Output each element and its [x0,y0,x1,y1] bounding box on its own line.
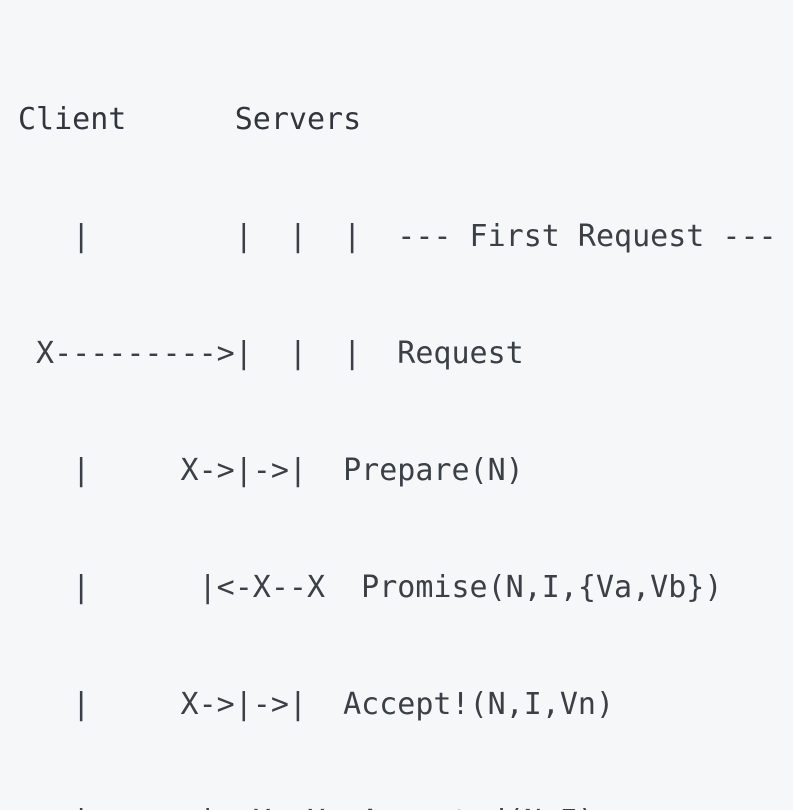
prepare-row: | X->|->| Prepare(N) [18,453,524,488]
accepted-row: | |<-X--X Accepted(N,I) [18,802,777,810]
accept-row: | X->|->| Accept!(N,I,Vn) [18,687,615,722]
lifelines-row-top: | | | | --- First Request --- [18,219,777,254]
paxos-sequence-diagram: Client Servers | | | | --- First Request… [18,102,777,810]
promise-row: | |<-X--X Promise(N,I,{Va,Vb}) [18,570,723,605]
header-row: Client Servers [18,102,362,137]
ascii-art-block: Client Servers | | | | --- First Request… [18,22,777,810]
request-row: X--------->| | | Request [18,336,524,371]
